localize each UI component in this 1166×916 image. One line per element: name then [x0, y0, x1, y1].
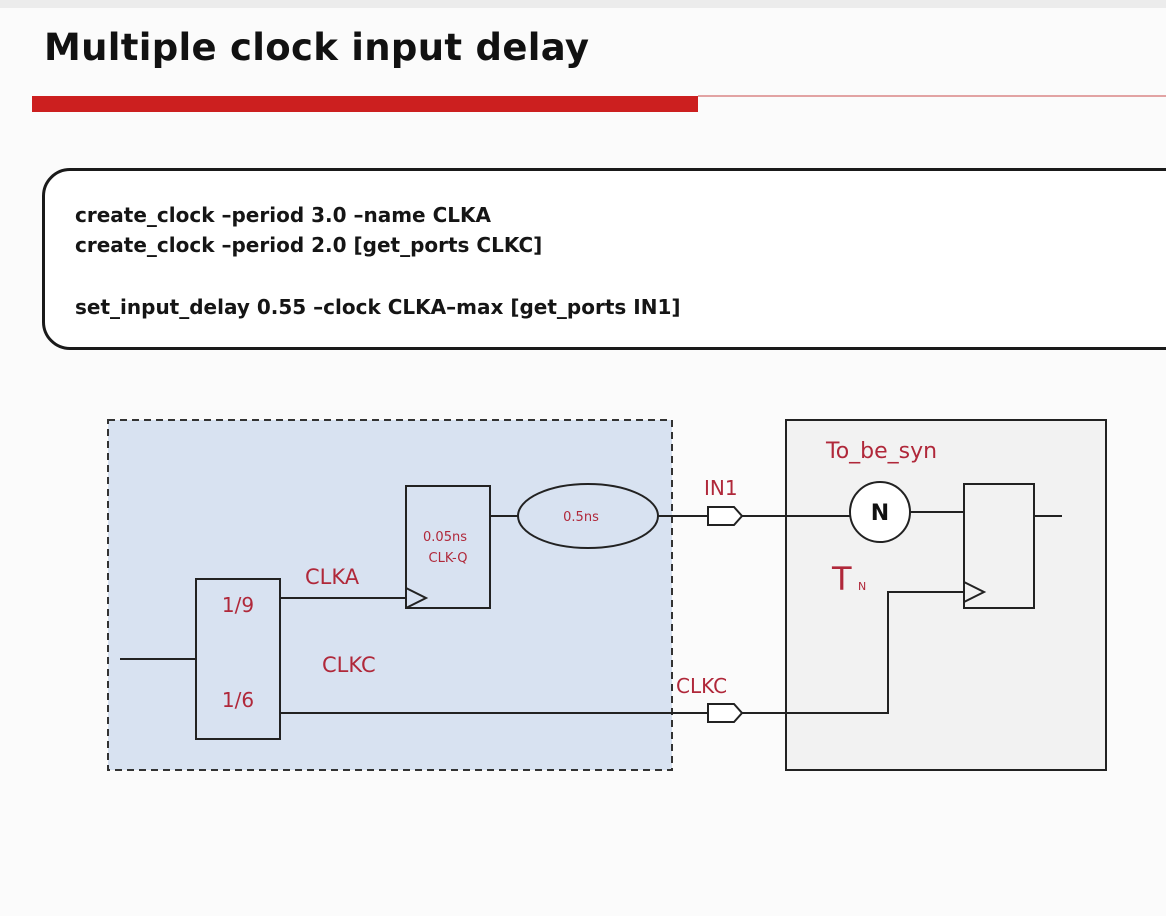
ff-clk-q-label: CLK-Q — [429, 551, 468, 566]
logic-delay-label: 0.5ns — [563, 510, 599, 525]
tn-label-sub: N — [858, 580, 866, 593]
internal-logic-n-label: N — [871, 501, 889, 526]
title-underline-thin — [698, 95, 1166, 97]
top-strip — [0, 0, 1166, 8]
ff-delay-label: 0.05ns — [423, 530, 467, 545]
capture-ff-clock-pin-icon — [963, 581, 987, 603]
in1-port-label: IN1 — [704, 476, 738, 500]
title-underline-red — [32, 96, 698, 112]
divider-ratio-bottom: 1/6 — [222, 688, 254, 712]
tn-label-main: T — [831, 560, 852, 598]
slide-title: Multiple clock input delay — [44, 26, 590, 69]
clkc-to-capture-ff-wire — [742, 591, 964, 714]
to-be-syn-label: To_be_syn — [825, 439, 937, 464]
clkc-port-label: CLKC — [676, 674, 727, 698]
code-line-create-clock-clka: create_clock –period 3.0 –name CLKA — [75, 203, 491, 227]
code-box: create_clock –period 3.0 –name CLKA crea… — [42, 168, 1166, 350]
external-launch-block — [107, 419, 673, 771]
divider-ratio-top: 1/9 — [222, 593, 254, 617]
clka-net-label: CLKA — [305, 565, 360, 589]
code-line-create-clock-clkc: create_clock –period 2.0 [get_ports CLKC… — [75, 233, 543, 257]
to-be-syn-block — [785, 419, 1107, 771]
clkc-net-label: CLKC — [322, 653, 376, 677]
in1-port-icon — [707, 506, 744, 526]
capture-flip-flop — [963, 483, 1035, 609]
launch-flip-flop — [405, 485, 491, 609]
clock-divider-block — [195, 578, 281, 740]
launch-ff-clock-pin-icon — [405, 587, 429, 609]
code-line-set-input-delay: set_input_delay 0.55 –clock CLKA–max [ge… — [75, 295, 681, 319]
clkc-port-icon — [707, 703, 744, 723]
